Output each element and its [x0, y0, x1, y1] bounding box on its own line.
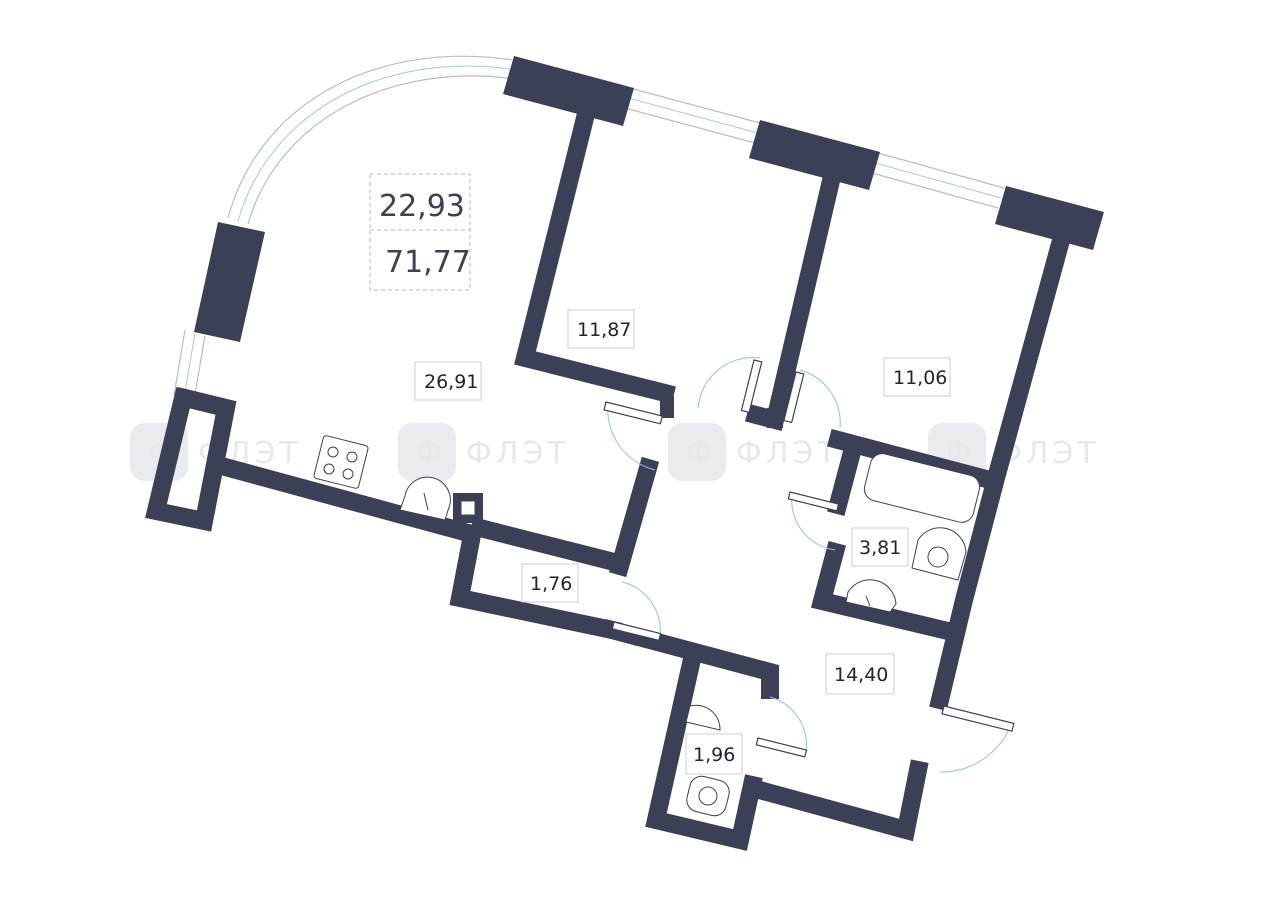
watermark-3: Ф ФЛЭТ: [668, 423, 840, 481]
room-label-living-kitchen: 26,91: [414, 361, 482, 401]
room-label-wc: 1,96: [685, 733, 743, 775]
svg-text:1,96: 1,96: [693, 744, 735, 766]
wall-right-exterior: [929, 232, 1072, 711]
bathroom-sink-icon: [911, 527, 967, 581]
wall-pier-2: [749, 120, 880, 190]
door-bedroom-2: [783, 369, 841, 429]
wall-storage-outer: [449, 524, 623, 641]
door-storage: [611, 581, 662, 642]
svg-text:11,06: 11,06: [893, 367, 947, 389]
svg-text:26,91: 26,91: [424, 371, 478, 393]
bathroom-toilet-icon: [845, 579, 897, 613]
watermark-brand: ФЛЭТ: [466, 436, 570, 471]
wall-storage-right: [608, 456, 660, 578]
living-area-total: 22,93: [379, 189, 465, 224]
room-label-bedroom-1: 11,87: [567, 309, 635, 349]
svg-text:3,81: 3,81: [859, 537, 901, 559]
wall-storage-top: [469, 517, 629, 574]
wall-pier-left: [194, 222, 265, 342]
room-labels: 26,91 11,87 11,06 3,81 1,76 14,40 1,96: [414, 309, 951, 775]
doors: [603, 357, 1015, 773]
room-label-bedroom-2: 11,06: [883, 357, 951, 397]
door-wc: [755, 696, 808, 758]
room-label-hallway: 14,40: [825, 653, 895, 695]
door-bedroom-1: [603, 357, 763, 471]
watermark-logo-letter: Ф: [686, 436, 716, 471]
wall-pier-3: [995, 186, 1104, 250]
sink-icon: [399, 476, 451, 521]
walls: [145, 107, 1072, 851]
wall-left-niche: [145, 387, 237, 532]
curved-window: [173, 55, 513, 401]
top-windows: [624, 87, 1005, 209]
fixtures: [313, 435, 981, 817]
svg-text:11,87: 11,87: [577, 319, 631, 341]
svg-text:14,40: 14,40: [834, 664, 888, 686]
wall-bedroom-1: [514, 107, 676, 404]
wall-wc: [645, 657, 763, 851]
door-entrance: [939, 705, 1015, 773]
wall-bath-left: [826, 440, 864, 517]
room-label-bathroom: 3,81: [851, 527, 909, 567]
total-area: 71,77: [385, 245, 471, 280]
room-label-storage: 1,76: [521, 563, 579, 603]
wall-living-bottom: [206, 453, 480, 545]
stove-icon: [313, 435, 369, 489]
watermark-2: Ф ФЛЭТ: [398, 423, 570, 481]
wall-pier-1: [503, 56, 634, 126]
wall-corridor-bottom: [600, 618, 779, 699]
bathtub-icon: [863, 453, 981, 523]
watermark-brand: ФЛЭТ: [736, 436, 840, 471]
wc-toilet-icon: [686, 775, 730, 817]
exterior-piers: [194, 56, 1104, 342]
door-bathroom: [787, 491, 840, 551]
wall-bedroom-2-bottom: [827, 429, 1005, 492]
totals-block: 22,93 71,77: [369, 173, 471, 291]
svg-text:1,76: 1,76: [530, 573, 572, 595]
wall-hall-bottom: [740, 759, 929, 842]
watermark-logo-letter: Ф: [416, 436, 446, 471]
wc-sink-icon: [685, 704, 721, 731]
wall-bath-bottom: [810, 540, 959, 642]
